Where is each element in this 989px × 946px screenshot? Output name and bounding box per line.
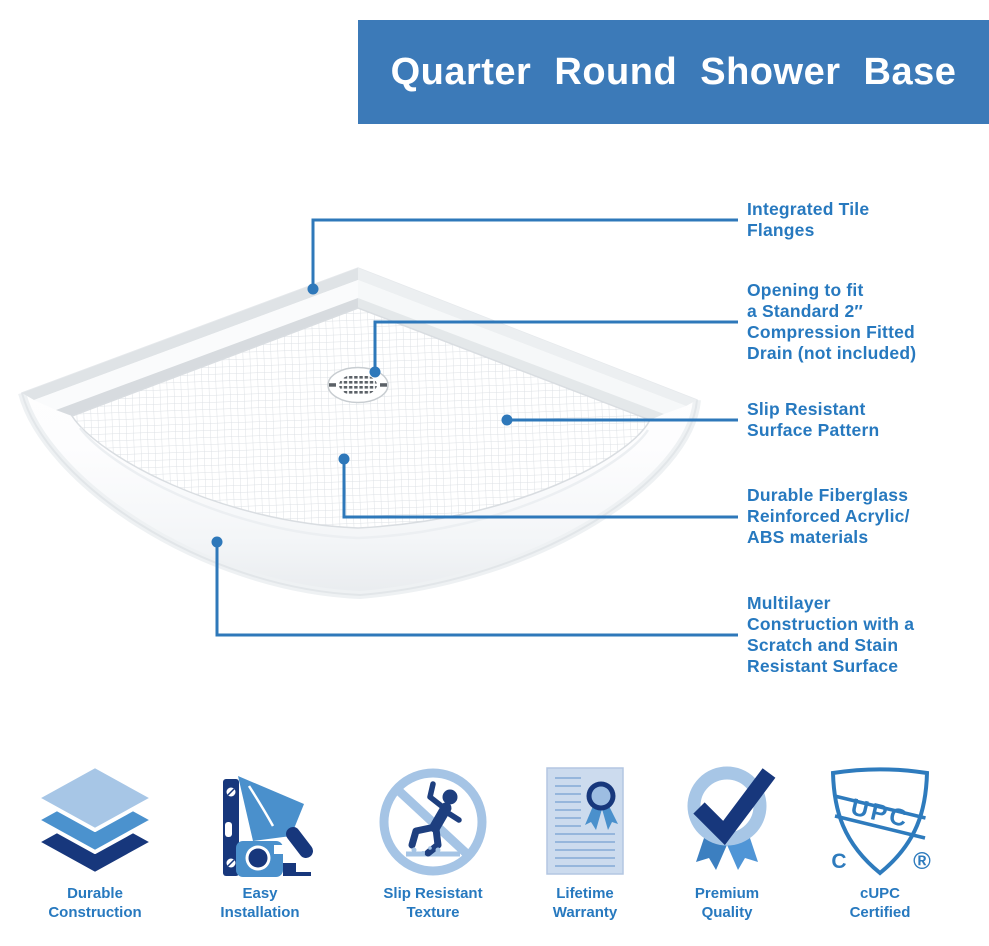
icon-box [378,762,488,882]
feature-label: Premium Quality [694,885,760,921]
callout-lines [215,218,738,637]
upc-shield-icon: UPC C ® [830,766,931,876]
feature-lifetime-warranty: Lifetime Warranty [510,762,660,922]
warranty-certificate-icon [546,767,624,875]
award-ribbon-check-icon [687,766,776,870]
shower-base-body [18,267,701,600]
feature-label: Easy Installation [220,885,300,921]
callout-label-slip-surface: Slip Resistant Surface Pattern [747,399,880,440]
feature-label: Durable Construction [48,885,142,921]
no-slip-icon [379,768,487,876]
feature-label: Lifetime Warranty [552,885,618,921]
feature-label: Slip Resistant Texture [383,885,483,921]
callout-label-drain: Opening to fit a Standard 2″ Compression… [747,280,917,363]
feature-durable-construction: Durable Construction [20,762,170,922]
callout-line-tile-flanges [311,218,738,289]
feature-slip-resistant-texture: Slip Resistant Texture [358,762,508,922]
feature-cupc-certified: UPC C ® cUPC Certified [805,762,955,922]
feature-premium-quality: Premium Quality [652,762,802,922]
tile-flange-right [358,268,697,406]
callout-line-materials [342,459,738,519]
splash-droplets [411,846,441,855]
icon-box [672,762,782,882]
icon-box [205,762,315,882]
icon-box: UPC C ® [825,762,935,882]
callout-line-multilayer [215,542,738,637]
icon-box [535,762,635,882]
shower-base-illustration [18,218,738,637]
callout-dots [211,283,513,548]
slipping-person [408,781,462,857]
upc-left-mark: C [831,850,846,873]
icon-box [35,762,155,882]
feature-label: cUPC Certified [849,885,911,921]
feature-easy-installation: Easy Installation [185,762,335,922]
certificate-rosette [585,781,618,830]
callout-label-tile-flanges: Integrated Tile Flanges [747,199,870,240]
callout-line-drain [373,320,738,372]
upc-registered-mark: ® [913,848,931,875]
page-title: Quarter Round Shower Base [390,50,957,93]
layers-icon [35,764,155,876]
certificate-text-lines [555,777,615,867]
callout-label-multilayer: Multilayer Construction with a Scratch a… [747,593,915,676]
title-banner: Quarter Round Shower Base [358,20,989,124]
tile-flange-left [22,268,358,400]
trowel-level-tape-icon [223,776,313,877]
callout-label-materials: Durable Fiberglass Reinforced Acrylic/ A… [747,485,910,547]
